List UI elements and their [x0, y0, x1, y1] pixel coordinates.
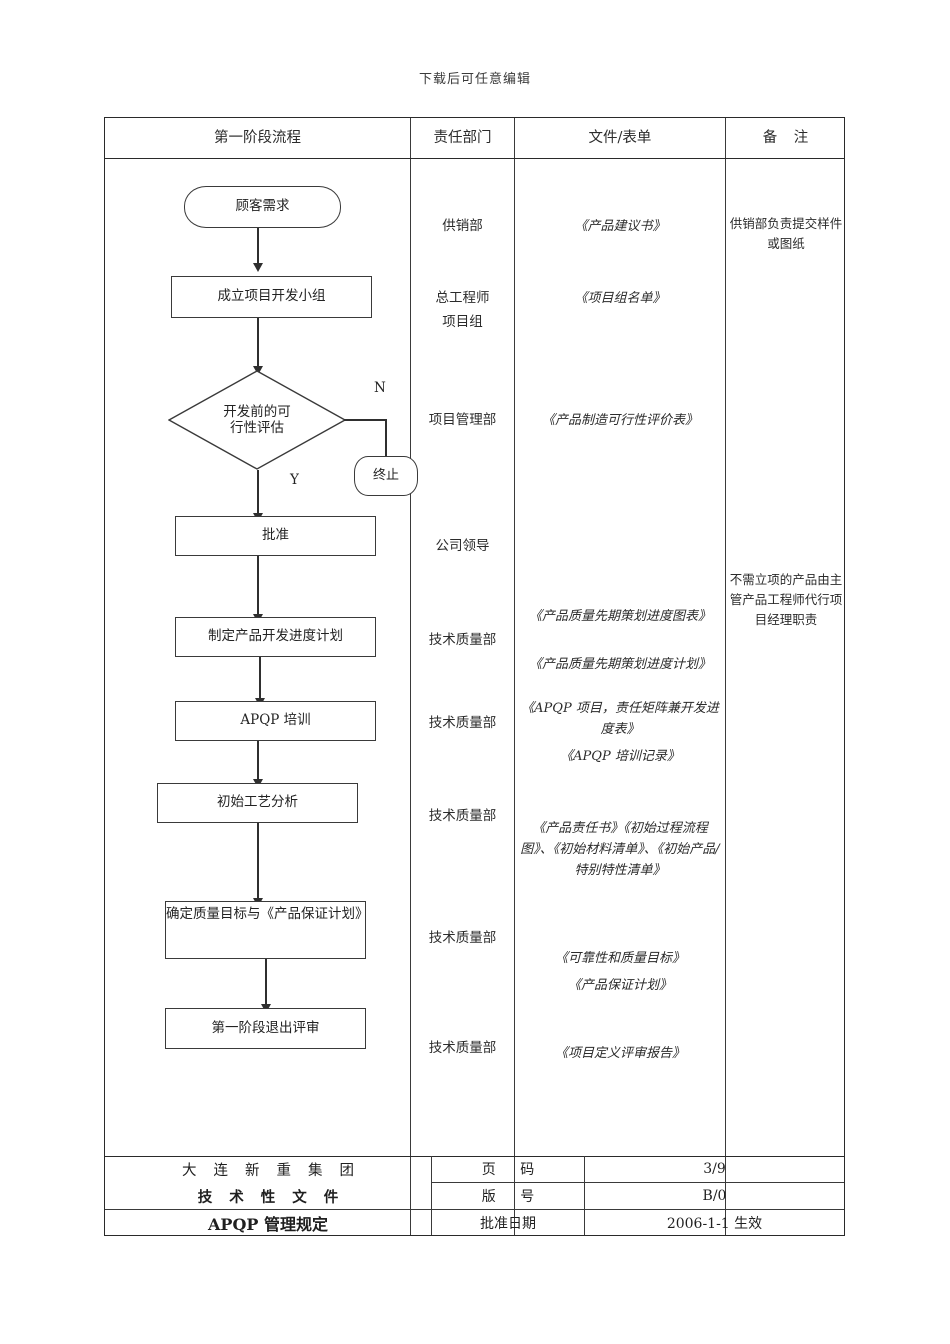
dept-leadership: 公司领导 [435, 538, 490, 554]
doc-apqp-plan: 《产品质量先期策划进度计划》 [528, 657, 711, 672]
doc-product-proposal: 《产品建议书》 [574, 219, 666, 234]
doc-apqp-gantt: 《产品质量先期策划进度图表》 [528, 609, 711, 624]
footer-row-divider-1 [431, 1182, 844, 1183]
doc-feasibility-form: 《产品制造可行性评价表》 [541, 413, 698, 428]
flow-node-exit-review[interactable]: 第一阶段退出评审 [165, 1008, 366, 1049]
flow-node-terminate[interactable]: 终止 [354, 456, 418, 496]
label-page-number: 页 码 [481, 1162, 545, 1178]
remark-sales-samples: 供销部负责提交样件或图纸 [729, 216, 843, 251]
arrowhead-start-to-team [252, 263, 263, 272]
connector-no-down [385, 419, 387, 461]
doc-definition-review: 《项目定义评审报告》 [554, 1046, 685, 1061]
footer-divider-1 [431, 1156, 432, 1235]
doc-product-assurance: 《产品保证计划》 [567, 978, 672, 993]
header-row-divider [105, 158, 844, 159]
branch-label-no: N [374, 380, 386, 396]
doc-initial-set: 《产品责任书》《初始过程流程图》、《初始材料清单》、《初始产品/特别特性清单》 [520, 821, 720, 879]
doc-reliability-goal: 《可靠性和质量目标》 [554, 951, 685, 966]
table-header-documents: 文件/表单 [588, 130, 652, 146]
value-page-number: 3/9 [703, 1161, 726, 1177]
flowchart-canvas: 顾客需求 成立项目开发小组 开发前的可行性评估 N 终止 [105, 158, 418, 1156]
connector-team-to-decision [257, 318, 259, 370]
doc-apqp-training-rec: 《APQP 培训记录》 [560, 749, 680, 764]
dept-tech-4: 技术质量部 [428, 930, 497, 946]
label-version: 版 号 [481, 1189, 545, 1205]
connector-training-to-process [257, 741, 259, 783]
decision-label-text: 开发前的可行性评估 [223, 403, 291, 436]
column-divider-3 [725, 118, 726, 1235]
company-name-line2: 技术性文件 [197, 1188, 356, 1206]
remark-no-project-case: 不需立项的产品由主管产品工程师代行项目经理职责 [729, 572, 843, 627]
dept-tech-3: 技术质量部 [428, 808, 497, 824]
flow-node-feasibility-label: 开发前的可行性评估 [168, 370, 346, 470]
column-divider-1 [410, 118, 411, 1235]
decision-diamond-shape [168, 370, 346, 470]
connector-process-to-quality [257, 823, 259, 901]
flow-node-start[interactable]: 顾客需求 [184, 186, 341, 228]
process-table: 第一阶段流程 责任部门 文件/表单 备 注 顾客需求 成立项目开发小组 开发前的… [104, 117, 845, 1236]
connector-quality-to-exit [265, 959, 267, 1007]
value-approve-date: 2006-1-1 生效 [666, 1215, 763, 1232]
footer-divider-2 [584, 1156, 585, 1235]
connector-approve-to-schedule [257, 556, 259, 618]
doc-apqp-matrix: 《APQP 项目，责任矩阵兼开发进度表》 [521, 701, 719, 738]
table-header-remarks: 备 注 [762, 130, 815, 146]
page-top-note: 下载后可任意编辑 [418, 72, 531, 87]
flow-node-approve[interactable]: 批准 [175, 516, 376, 556]
dept-tech-5: 技术质量部 [428, 1040, 497, 1056]
connector-schedule-to-training [259, 657, 261, 701]
document-title: APQP 管理规定 [208, 1214, 328, 1234]
dept-project-team: 项目组 [442, 314, 483, 330]
footer-row-divider-2 [105, 1209, 844, 1210]
flow-node-schedule[interactable]: 制定产品开发进度计划 [175, 617, 376, 657]
connector-start-to-team [257, 228, 259, 266]
footer-top-divider [105, 1156, 844, 1157]
table-header-department: 责任部门 [433, 130, 492, 146]
title-block: 大连新重集团 技术性文件 APQP 管理规定 页 码 版 号 批准日期 3/9 … [105, 1156, 844, 1235]
branch-label-yes: Y [290, 472, 299, 488]
dept-chief-eng: 总工程师 [435, 290, 490, 306]
flow-node-team[interactable]: 成立项目开发小组 [171, 276, 372, 318]
flow-node-training[interactable]: APQP 培训 [175, 701, 376, 741]
connector-decision-yes [257, 470, 259, 516]
connector-decision-no [344, 419, 386, 421]
doc-team-roster: 《项目组名单》 [574, 291, 666, 306]
flow-node-feasibility[interactable]: 开发前的可行性评估 [168, 370, 346, 470]
dept-sales: 供销部 [442, 218, 483, 234]
label-approve-date: 批准日期 [480, 1215, 536, 1232]
table-header-process: 第一阶段流程 [214, 130, 301, 146]
dept-tech-1: 技术质量部 [428, 632, 497, 648]
flow-node-process-analysis[interactable]: 初始工艺分析 [157, 783, 358, 823]
company-name-line1: 大连新重集团 [182, 1162, 371, 1179]
column-divider-2 [514, 118, 515, 1235]
dept-project-mgmt: 项目管理部 [428, 412, 497, 428]
value-version: B/0 [702, 1188, 727, 1204]
dept-tech-2: 技术质量部 [428, 715, 497, 731]
flow-node-quality-goal[interactable]: 确定质量目标与《产品保证计划》 [165, 901, 369, 959]
